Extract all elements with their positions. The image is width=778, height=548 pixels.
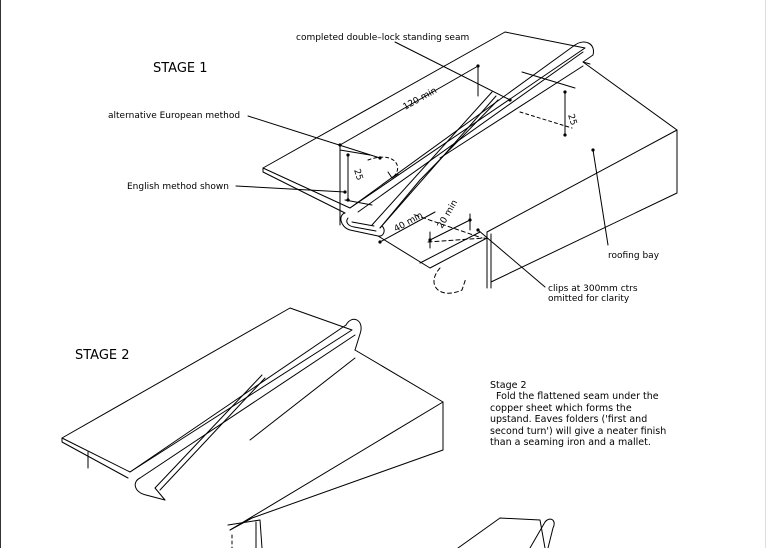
stage1-leader-lines — [235, 41, 609, 294]
stage2-note-line: second turn') will give a neater finish — [490, 425, 667, 437]
stage2-roofing-bay — [227, 349, 444, 548]
stage1-dimension-lines — [339, 65, 576, 249]
label-clips-line2: omitted for clarity — [548, 294, 630, 304]
stage1-roof-sheet-left — [262, 31, 586, 214]
left-page-edge — [0, 0, 1, 548]
label-roofing-bay: roofing bay — [608, 251, 660, 261]
label-alt-european: alternative European method — [108, 111, 240, 121]
dim-upstand-right: 25 — [565, 113, 578, 127]
dim-upstand-left: 25 — [351, 168, 364, 182]
stage1-roofing-bay — [377, 61, 678, 289]
stage1-standing-seam — [340, 41, 594, 237]
stage2-note-line: than a seaming iron and a mallet. — [490, 437, 651, 449]
dim-width-20: 20 min — [436, 198, 460, 230]
stage2-title: STAGE 2 — [75, 348, 130, 363]
stage2-standing-seam — [129, 318, 362, 501]
label-clips-line1: clips at 300mm ctrs — [548, 284, 638, 294]
dim-length-min: 120 min — [402, 86, 439, 113]
stage1-title: STAGE 1 — [153, 61, 208, 76]
stage2-note: Stage 2 Fold the flattened seam under th… — [490, 380, 690, 448]
stage1-dimension-dots — [338, 64, 595, 244]
right-page-edge — [765, 0, 766, 548]
label-english-method: English method shown — [127, 182, 229, 192]
label-completed-seam: completed double–lock standing seam — [296, 33, 469, 43]
stage2-roof-sheet-left — [61, 307, 353, 479]
stage3-partial-sheet — [457, 517, 555, 548]
stage2-note-line: upstand. Eaves folders ('first and — [490, 414, 648, 426]
stage2-note-heading: Stage 2 — [490, 380, 527, 391]
stage2-note-line: copper sheet which forms the — [490, 402, 632, 414]
stage2-note-line: Fold the flattened seam under the — [490, 391, 659, 403]
dim-width-40: 40 min — [393, 211, 425, 235]
